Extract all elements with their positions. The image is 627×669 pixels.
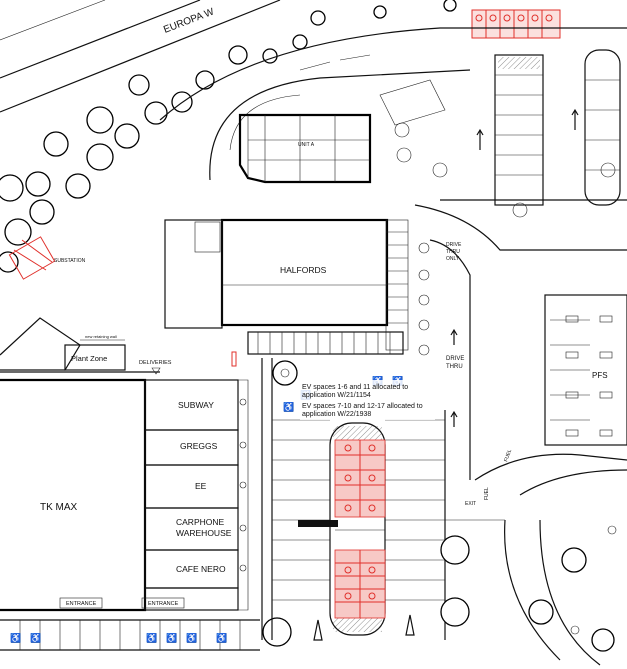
ev-note-line4: application W/22/1938 xyxy=(302,411,371,418)
svg-text:♿: ♿ xyxy=(283,401,294,412)
fuel-label-2: FUEL xyxy=(484,487,490,500)
fuel-label-1: FUEL xyxy=(503,448,513,462)
retaining-wall-label: new retaining wall xyxy=(85,334,117,339)
tree-row xyxy=(0,0,457,273)
subway-label: SUBWAY xyxy=(178,400,214,410)
plant-zone-label: Plant Zone xyxy=(71,354,107,363)
deliveries-label: DELIVERIES xyxy=(139,360,172,366)
svg-text:♿: ♿ xyxy=(146,632,157,643)
access-road xyxy=(159,27,627,480)
ev-note-line1: EV spaces 1-6 and 11 allocated to xyxy=(302,384,408,391)
drive-thru-line2: THRU xyxy=(446,364,463,370)
warehouse-label: WAREHOUSE xyxy=(176,528,232,538)
deliveries-marker: DELIVERIES xyxy=(139,351,237,375)
drive-thru-line1: DRIVE xyxy=(446,356,464,362)
ee-label: EE xyxy=(195,481,207,491)
plant-zone: Plant Zone new retaining wall xyxy=(0,317,126,371)
drive-thru-only-line1: DRIVE xyxy=(446,242,462,248)
drive-thru-only-line2: THRU xyxy=(446,249,460,255)
ev-allocation-note: EV spaces 1-6 and 11 allocated to applic… xyxy=(300,380,435,420)
entrance-label-2: ENTRANCE xyxy=(148,601,179,607)
substation-label: SUBSTATION xyxy=(54,258,86,264)
unit-a-label: UNIT A xyxy=(298,142,315,148)
svg-text:♿: ♿ xyxy=(166,632,177,643)
carphone-label: CARPHONE xyxy=(176,517,225,527)
ev-note-line3: EV spaces 7-10 and 12-17 allocated to xyxy=(302,403,423,410)
roundabout: FUEL FUEL xyxy=(474,448,627,666)
top-ev-bays xyxy=(471,9,561,39)
greggs-label: GREGGS xyxy=(180,441,218,451)
pavement-strip xyxy=(247,331,404,355)
exit-label: EXIT xyxy=(465,501,476,507)
retail-block: TK MAX SUBWAY GREGGS EE CARPHONE WAREHOU… xyxy=(0,371,249,612)
drive-thru-only-line3: ONLY xyxy=(446,256,460,262)
pfs-label: PFS xyxy=(592,371,608,380)
svg-text:♿: ♿ xyxy=(10,632,21,643)
bottom-parking-row: ♿ ♿ ♿ ♿ ♿ ♿ xyxy=(0,617,292,651)
svg-text:♿: ♿ xyxy=(186,632,197,643)
ev-parking-island xyxy=(329,422,386,636)
unit-a-building: UNIT A xyxy=(238,113,372,184)
svg-text:♿: ♿ xyxy=(30,632,41,643)
entrance-label-1: ENTRANCE xyxy=(66,601,97,607)
svg-text:♿: ♿ xyxy=(216,632,227,643)
entrances: ENTRANCE ENTRANCE xyxy=(59,597,185,609)
road-name-label: EUROPA W xyxy=(162,6,216,36)
pfs-forecourt: PFS xyxy=(544,294,627,446)
tk-max-label: TK MAX xyxy=(40,502,78,513)
cafe-nero-label: CAFE NERO xyxy=(176,564,226,574)
ev-note-line2: application W/21/1154 xyxy=(302,392,371,399)
drive-thru-lane: DRIVE THRU ONLY DRIVE THRU xyxy=(418,242,464,427)
halfords-building: HALFORDS xyxy=(164,218,409,351)
drive-thru-building xyxy=(494,49,621,206)
top-area-details xyxy=(299,54,616,218)
substation: SUBSTATION xyxy=(8,236,86,280)
halfords-label: HALFORDS xyxy=(280,265,327,275)
